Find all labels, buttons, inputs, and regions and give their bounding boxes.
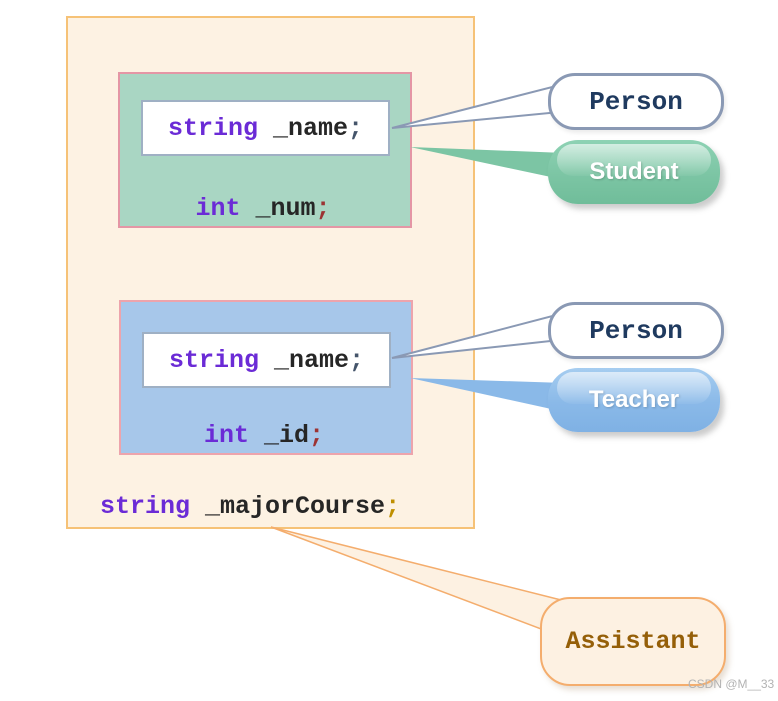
keyword-string: string <box>100 492 191 521</box>
name-field-code: string _name; <box>168 116 363 141</box>
teacher-label: Teacher <box>588 386 680 413</box>
person-member-box-teacher: string _name; <box>142 332 391 388</box>
id-field-code: int _id; <box>119 423 409 448</box>
person-member-box-student: string _name; <box>141 100 390 156</box>
semicolon: ; <box>315 194 331 223</box>
identifier-name: _name <box>257 113 348 143</box>
person-student-callout-tail <box>391 83 561 129</box>
student-class-bubble: Student <box>548 140 720 204</box>
num-field-code: int _num; <box>118 196 408 221</box>
keyword-int: int <box>203 421 249 450</box>
assistant-class-bubble: Assistant <box>540 597 726 686</box>
keyword-string: string <box>167 113 258 143</box>
keyword-string: string <box>168 345 259 375</box>
person-class-bubble: Person <box>548 302 724 359</box>
person-teacher-callout-tail <box>391 312 561 359</box>
student-label: Student <box>589 158 679 185</box>
watermark: CSDN @M__33 <box>688 677 775 691</box>
identifier-id: _id <box>248 421 309 450</box>
identifier-majorcourse: _majorCourse <box>190 492 386 521</box>
student-callout-tail <box>410 147 565 180</box>
major-course-field-code: string _majorCourse; <box>100 494 400 519</box>
semicolon: ; <box>348 113 364 143</box>
person-class-bubble: Person <box>548 73 724 130</box>
identifier-name: _name <box>258 345 349 375</box>
keyword-int: int <box>195 194 241 223</box>
assistant-callout-tail <box>270 526 566 640</box>
name-field-code: string _name; <box>169 348 364 373</box>
semicolon: ; <box>349 345 365 375</box>
semicolon: ; <box>309 421 325 450</box>
semicolon: ; <box>385 492 401 521</box>
teacher-class-bubble: Teacher <box>548 368 720 432</box>
identifier-num: _num <box>240 194 316 223</box>
teacher-callout-tail <box>410 378 565 412</box>
